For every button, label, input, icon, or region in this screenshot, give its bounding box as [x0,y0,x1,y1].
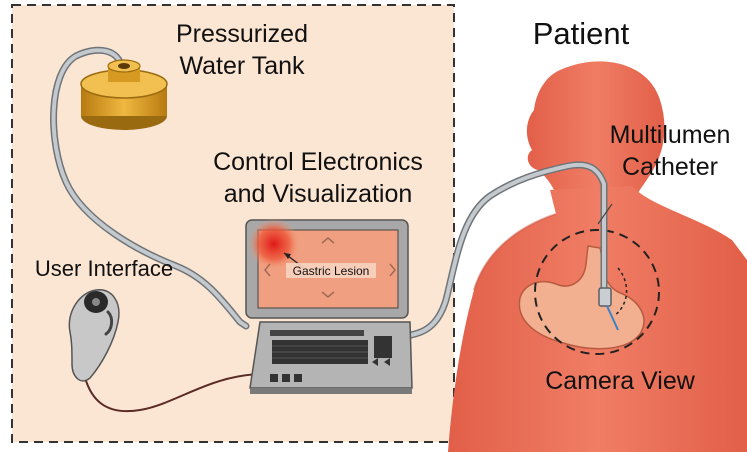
tank-label-line1: Pressurized [176,20,308,48]
camera-view-label: Camera View [545,367,696,395]
catheter-label-line2: Catheter [622,153,718,181]
control-label-line2: and Visualization [224,180,413,208]
tank-label-line2: Water Tank [179,52,305,80]
laptop [246,218,412,394]
catheter-label-line1: Multilumen [610,121,731,149]
front-button [294,374,302,382]
patient-label: Patient [533,16,630,51]
front-button [270,374,278,382]
user-interface-label: User Interface [35,256,173,281]
lesion-blob [248,218,300,270]
catheter-tip [599,288,611,306]
screen-label: Gastric Lesion [293,264,370,278]
front-button [282,374,290,382]
control-label-line1: Control Electronics [213,148,423,176]
